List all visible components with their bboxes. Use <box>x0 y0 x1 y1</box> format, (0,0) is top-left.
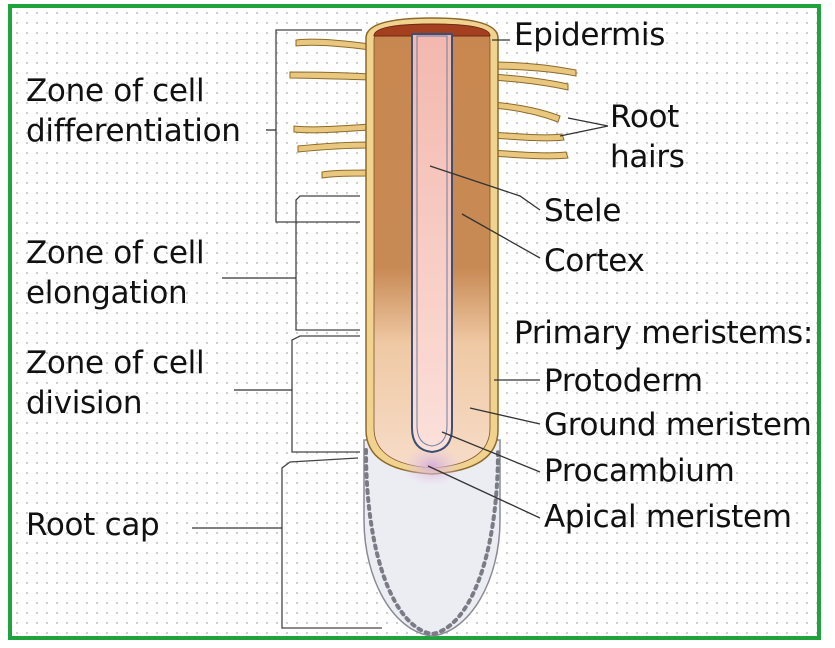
label-root-cap: Root cap <box>26 506 159 546</box>
label-zone-division-line-2: division <box>26 384 204 424</box>
stele <box>412 34 452 452</box>
root-hair <box>290 72 370 80</box>
label-zone-elongation-line-2: elongation <box>26 274 204 314</box>
label-zone-differentiation-line-2: differentiation <box>26 112 241 152</box>
label-zone-elongation: Zone of cell elongation <box>26 234 204 313</box>
root-hair <box>492 150 568 159</box>
root-hair <box>492 102 560 122</box>
root-hairs-left <box>290 39 370 178</box>
root-hair <box>492 74 568 90</box>
label-zone-differentiation: Zone of cell differentiation <box>26 72 241 151</box>
label-apical-meristem: Apical meristem <box>544 498 792 538</box>
label-zone-division: Zone of cell division <box>26 344 204 423</box>
label-root-hairs-line-1: Root <box>610 98 685 138</box>
leader-root-hairs-2 <box>560 126 608 136</box>
root-hair <box>298 142 370 152</box>
root-hair <box>492 62 576 76</box>
label-root-hairs: Root hairs <box>610 98 685 177</box>
label-protoderm: Protoderm <box>544 362 703 402</box>
label-primary-meristems: Primary meristems: <box>514 314 813 354</box>
root-hair <box>294 124 370 133</box>
label-ground-meristem: Ground meristem <box>544 406 812 446</box>
label-zone-elongation-line-1: Zone of cell <box>26 234 204 274</box>
label-root-hairs-line-2: hairs <box>610 138 685 178</box>
label-zone-differentiation-line-1: Zone of cell <box>26 72 241 112</box>
bracket-elongation <box>296 196 360 330</box>
label-cortex: Cortex <box>544 242 645 282</box>
label-zone-division-line-1: Zone of cell <box>26 344 204 384</box>
bracket-division <box>292 336 360 452</box>
label-stele: Stele <box>544 192 621 232</box>
leader-root-hairs-1 <box>568 118 608 126</box>
label-epidermis: Epidermis <box>514 16 665 56</box>
root-hair <box>322 170 370 178</box>
root-hair <box>492 132 564 141</box>
root-hair <box>296 39 370 50</box>
label-procambium: Procambium <box>544 452 735 492</box>
root-hairs-right <box>492 62 576 159</box>
